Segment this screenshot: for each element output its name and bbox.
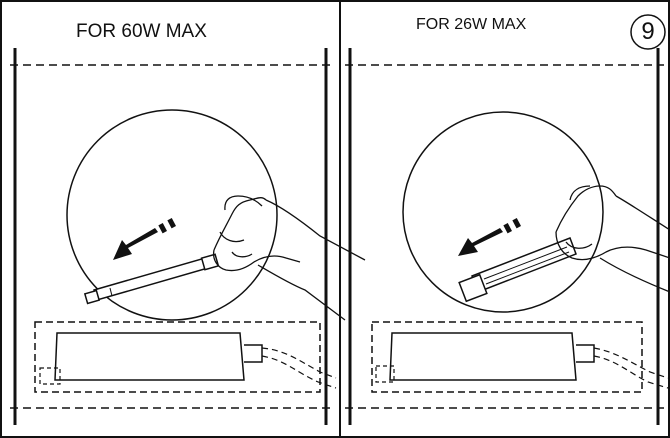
light-circle-right [402, 111, 604, 313]
right-panel [345, 48, 670, 425]
left-panel-label: FOR 60W MAX [76, 21, 207, 42]
lamp-compact-icon [458, 237, 577, 303]
step-number-badge [630, 14, 666, 50]
step-number: 9 [641, 18, 655, 45]
left-panel [10, 48, 366, 425]
direction-arrow-icon [113, 218, 176, 260]
direction-arrow-icon-right [458, 218, 521, 256]
right-panel-label: FOR 26W MAX [416, 16, 527, 33]
lamp-tube-icon [83, 253, 220, 305]
light-circle [66, 109, 278, 321]
ballast-box-icon [34, 321, 337, 393]
ballast-box-icon-right [371, 321, 669, 393]
hand-icon [212, 195, 366, 321]
hand-icon-right [555, 185, 670, 293]
